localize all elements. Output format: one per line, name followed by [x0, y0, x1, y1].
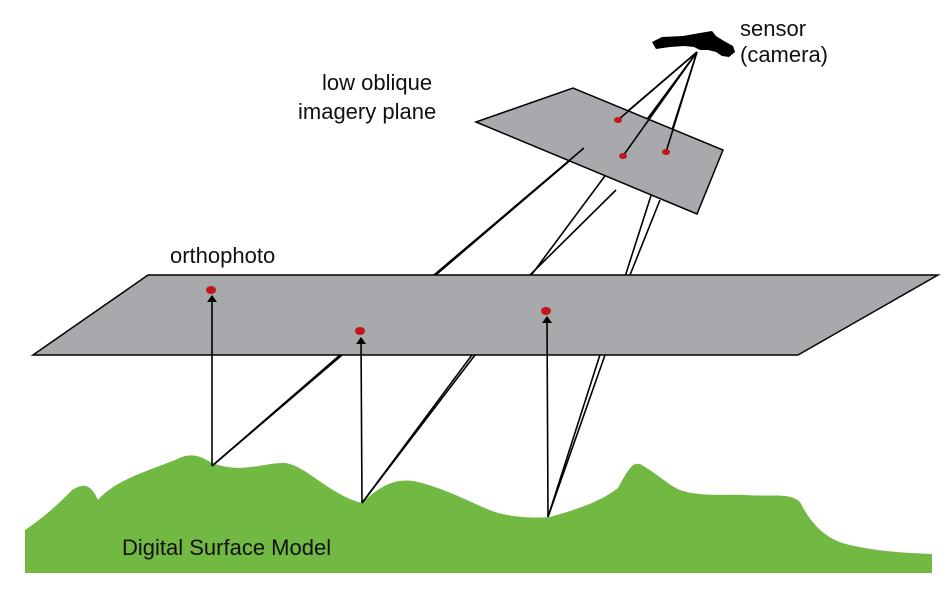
sensor-label-line1: sensor: [740, 16, 806, 41]
ortho-point-3: [541, 307, 551, 315]
orthophoto-plane: [30, 274, 941, 356]
sensor-label-line2: (camera): [740, 42, 828, 67]
orthophoto-points: [206, 286, 551, 335]
ray-segment-below-ortho-3: [547, 354, 606, 518]
visible-ray-segments: [211, 51, 698, 518]
ray-segment-between-planes-3: [629, 199, 661, 276]
sensor-to-oblique-point-3: [665, 51, 698, 153]
ray-segment-below-ortho-2: [361, 354, 476, 504]
oblique-plane-label-line1: low oblique: [322, 70, 432, 95]
orthophoto-label: orthophoto: [170, 243, 275, 268]
sensor-to-oblique-point-1: [617, 51, 698, 121]
digital-surface-model-terrain: [25, 455, 932, 573]
oblique-plane-label-line2: imagery plane: [298, 99, 436, 124]
ortho-point-2: [355, 327, 365, 335]
ray-segment-between-planes-1: [433, 147, 585, 276]
ortho-point-1: [206, 286, 216, 294]
oblique-point-3: [662, 149, 670, 155]
dsm-label: Digital Surface Model: [122, 535, 331, 560]
ray-segment-below-ortho-1: [211, 354, 341, 467]
sensor-camera-icon: [652, 31, 735, 57]
ortho-arrow-2: [356, 337, 367, 504]
low-oblique-imagery-plane: [473, 87, 724, 215]
oblique-points: [614, 117, 670, 159]
ray-segment-between-planes-2: [529, 189, 617, 276]
orthographic-arrows: [207, 295, 553, 518]
oblique-point-2: [619, 153, 627, 159]
oblique-point-1: [614, 117, 622, 123]
sensor-to-oblique-point-2: [622, 51, 698, 157]
ortho-arrow-3: [542, 316, 553, 518]
